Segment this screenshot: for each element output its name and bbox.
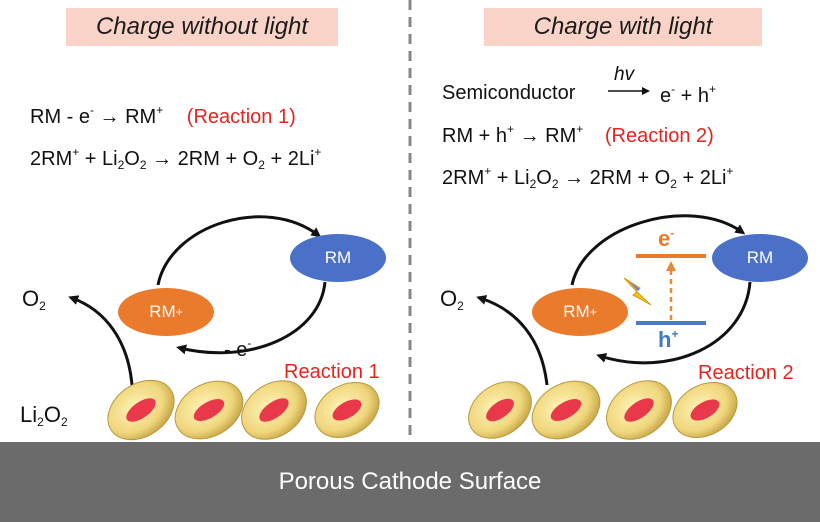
- left-equation-2: 2RM+ + Li2O2 → 2RM + O2 + 2Li+: [30, 145, 322, 172]
- left-arrow-bottom: [176, 281, 327, 355]
- left-arrow-top: [156, 215, 322, 286]
- left-reaction-label: Reaction 1: [284, 361, 380, 383]
- left-rm-node: RM: [290, 234, 386, 282]
- left-o2-label: O2: [22, 286, 46, 313]
- title-without-light: Charge without light: [66, 8, 338, 46]
- li2o2-label: Li2O2: [20, 402, 68, 429]
- left-particles: [107, 379, 380, 441]
- right-equation-1: RM + h+ → RM+ (Reaction 2): [442, 122, 714, 147]
- reaction-1-tag: (Reaction 1): [186, 106, 296, 128]
- right-arrow-top: [570, 214, 746, 286]
- electron-label: e-: [658, 226, 675, 251]
- porous-cathode-surface: Porous Cathode Surface: [0, 442, 820, 522]
- hole-label: h+: [658, 327, 679, 352]
- li2o2-particle: [314, 381, 380, 439]
- right-particles: [468, 380, 738, 440]
- reaction-2-tag: (Reaction 2): [604, 125, 714, 147]
- right-equation-2: 2RM+ + Li2O2 → 2RM + O2 + 2Li+: [442, 164, 734, 191]
- hv-label: hv: [614, 64, 635, 85]
- li2o2-particle: [531, 380, 601, 440]
- right-rm-node: RM: [712, 234, 808, 282]
- left-equation-1: RM - e- → RM+ (Reaction 1): [30, 103, 296, 128]
- right-arrow-o2: [476, 295, 549, 386]
- li2o2-particle: [468, 381, 532, 439]
- li2o2-particle: [241, 380, 307, 440]
- lightning-icon: [623, 277, 652, 306]
- right-equation-0-products: e- + h+: [660, 82, 717, 107]
- li2o2-particle: [107, 379, 175, 441]
- title-with-light: Charge with light: [484, 8, 762, 46]
- right-reaction-label: Reaction 2: [698, 362, 794, 384]
- minus-electron-label: - e-: [224, 336, 252, 361]
- right-arrow-bottom: [596, 281, 752, 365]
- li2o2-particle: [606, 380, 672, 440]
- right-o2-label: O2: [440, 286, 464, 313]
- li2o2-particle: [672, 381, 738, 439]
- right-equation-0: Semiconductor: [442, 82, 576, 104]
- left-rm-plus-node: RM+: [118, 288, 214, 336]
- li2o2-particle: [174, 380, 244, 440]
- left-arrow-o2: [68, 295, 134, 386]
- right-rm-plus-node: RM+: [532, 288, 628, 336]
